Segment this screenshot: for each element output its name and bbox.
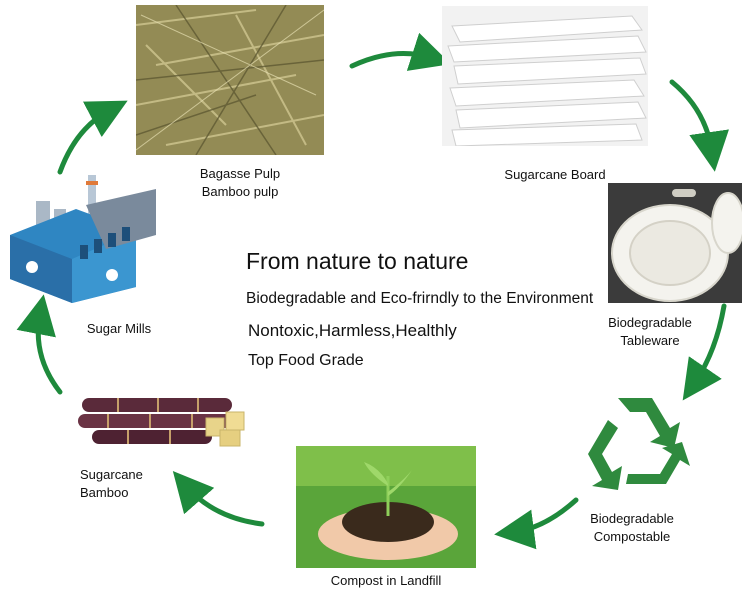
tableware-lid-image	[608, 183, 742, 303]
recycle-icon	[578, 390, 692, 496]
sugarcane-label-line2: Bamboo	[80, 485, 129, 500]
arrow-tableware-to-compostable	[682, 303, 727, 401]
sugarcane-label-line1: Sugarcane	[80, 467, 143, 482]
arrow-mills-to-bagasse	[57, 100, 128, 175]
sugarcane-board-image	[442, 6, 648, 146]
landfill-label-line1: Compost in Landfill	[330, 573, 442, 588]
compost-landfill-label: Compost in Landfill	[304, 572, 468, 590]
bagasse-label-line2: Bamboo pulp	[201, 184, 279, 199]
board-label-line1: Sugarcane Board	[504, 167, 606, 182]
sugar-mills-label: Sugar Mills	[76, 320, 162, 338]
arrow-bagasse-to-board	[349, 32, 452, 71]
sugarcane-image	[78, 390, 246, 448]
compostable-label-line2: Compostable	[593, 529, 671, 544]
sugar-mills-factory-image	[6, 175, 160, 305]
compostable-label-line1: Biodegradable	[590, 511, 674, 526]
arrow-sugarcane-to-mills	[16, 294, 63, 395]
center-line-nontoxic: Nontoxic,Harmless,Healthly	[248, 321, 457, 340]
bagasse-label-line1: Bagasse Pulp	[199, 166, 281, 181]
center-title: From nature to nature	[246, 248, 469, 274]
compostable-label: Biodegradable Compostable	[572, 510, 692, 546]
mills-label-line1: Sugar Mills	[86, 321, 152, 336]
tableware-label: Biodegradable Tableware	[594, 314, 706, 350]
arrow-board-to-tableware	[669, 79, 729, 172]
arrow-landfill-to-sugarcane	[172, 470, 265, 527]
tableware-label-line2: Tableware	[620, 333, 680, 348]
sugarcane-board-label: Sugarcane Board	[482, 166, 628, 184]
tableware-label-line1: Biodegradable	[608, 315, 692, 330]
compost-landfill-image	[296, 446, 476, 568]
bagasse-pulp-label: Bagasse Pulp Bamboo pulp	[180, 165, 300, 201]
sugarcane-label: Sugarcane Bamboo	[80, 466, 160, 502]
center-line-eco: Biodegradable and Eco-frirndly to the En…	[246, 290, 594, 307]
arrow-compostable-to-landfill	[494, 497, 579, 550]
center-line-food-grade: Top Food Grade	[248, 352, 364, 369]
bagasse-pulp-image	[136, 5, 324, 155]
